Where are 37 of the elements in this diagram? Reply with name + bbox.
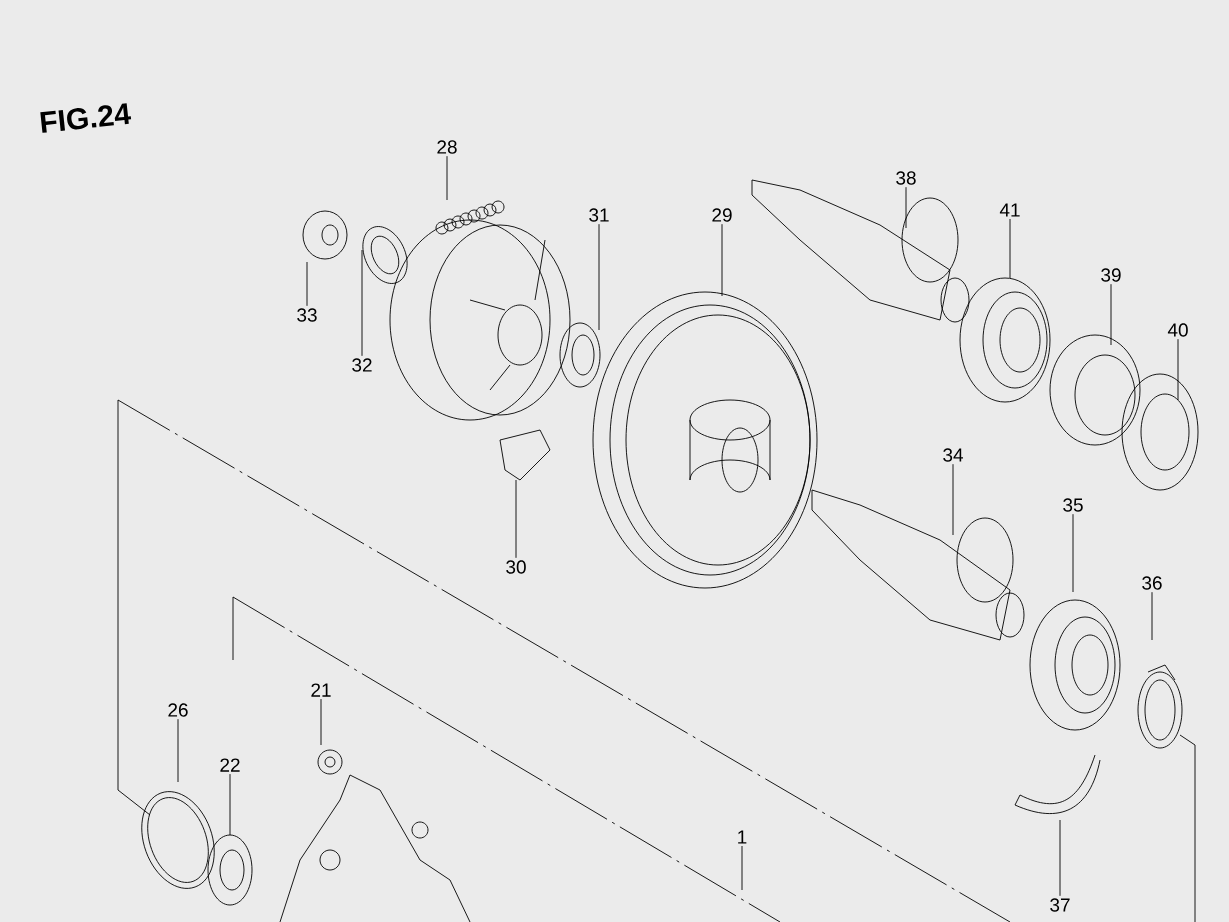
leader-line [177,718,179,783]
callout-number: 34 [943,448,963,462]
leader-line [598,223,600,331]
callout-number: 30 [506,560,526,574]
leader-line [1151,591,1153,641]
callout-number: 38 [896,171,916,185]
callout-number: 41 [999,203,1020,217]
leader-line [1110,283,1112,346]
leader-line [306,261,308,307]
callout-number: 21 [311,683,331,697]
leader-line [515,479,517,559]
callout-number: 26 [168,703,188,717]
leader-line [952,463,954,536]
callout-number: 39 [1101,268,1121,282]
callout-number: 35 [1063,498,1083,512]
leader-line [1072,513,1074,593]
figure-title: FIG.24 [40,103,132,133]
leader-line [721,223,723,297]
leader-line [361,249,363,357]
leader-line [905,186,907,229]
leader-line [1177,338,1179,401]
callout-number: 33 [297,308,317,322]
callout-number: 36 [1142,576,1162,590]
leader-line [229,773,231,836]
leader-line [446,155,448,201]
leader-line [741,845,743,891]
callout-number: 40 [1167,323,1188,337]
callout-number: 29 [712,208,732,222]
leader-line [1009,218,1011,279]
callout-number: 37 [1050,898,1070,912]
callout-number: 31 [589,208,609,222]
callout-number: 32 [352,358,372,372]
callout-number: 28 [437,140,457,154]
leader-line [320,698,322,746]
callout-number: 1 [738,830,747,844]
leader-line [1059,819,1061,897]
callout-number: 22 [220,758,240,772]
